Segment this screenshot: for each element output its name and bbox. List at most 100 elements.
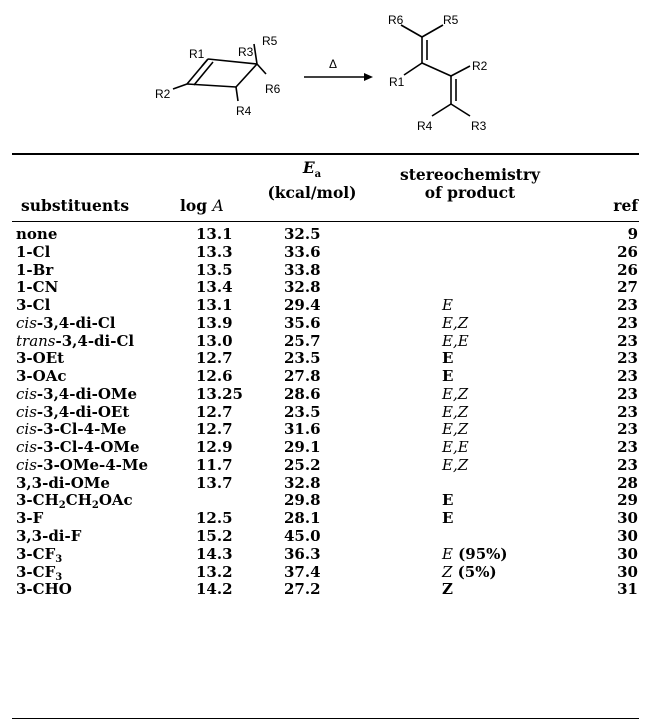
cell-substituent: 3-OEt bbox=[16, 349, 65, 368]
cell-ref: 31 bbox=[617, 580, 638, 599]
cell-substituent: cis-3,4-di-Cl bbox=[16, 313, 116, 332]
cell-log-a: 14.3 bbox=[196, 544, 233, 563]
cell-substituent: 1-Cl bbox=[16, 242, 51, 261]
cell-log-a: 12.5 bbox=[196, 509, 233, 528]
product-r1: R1 bbox=[389, 75, 405, 89]
product-r3: R3 bbox=[471, 119, 487, 133]
cell-substituent: 3-F bbox=[16, 509, 44, 528]
reactant-r6: R6 bbox=[265, 82, 281, 96]
cell-activation-energy: 32.8 bbox=[284, 473, 321, 492]
cell-ref: 23 bbox=[617, 367, 638, 386]
cell-log-a: 11.7 bbox=[196, 455, 233, 474]
cell-ref: 9 bbox=[627, 225, 638, 243]
cell-log-a: 13.1 bbox=[196, 225, 233, 243]
cell-log-a: 13.1 bbox=[196, 296, 233, 315]
cell-ref: 23 bbox=[617, 455, 638, 474]
reactant-labels: R1 R2 R3 R4 R5 R6 bbox=[155, 34, 281, 118]
cell-stereochemistry: E,Z bbox=[442, 402, 469, 421]
cell-log-a: 14.2 bbox=[196, 580, 233, 599]
cell-ref: 29 bbox=[617, 491, 638, 510]
reactant-r2: R2 bbox=[155, 87, 171, 101]
cell-ref: 27 bbox=[617, 278, 638, 297]
cell-ref: 23 bbox=[617, 349, 638, 368]
cell-log-a: 12.6 bbox=[196, 367, 233, 386]
cell-substituent: cis-3-OMe-4-Me bbox=[16, 455, 149, 474]
cell-log-a: 13.5 bbox=[196, 260, 233, 279]
cell-substituent: cis-3-Cl-4-OMe bbox=[16, 438, 140, 457]
cell-activation-energy: 35.6 bbox=[284, 313, 321, 332]
cell-substituent: 3-CHO bbox=[16, 580, 72, 599]
cell-substituent: 1-CN bbox=[16, 278, 59, 297]
cell-ref: 23 bbox=[617, 331, 638, 350]
cell-activation-energy: 33.6 bbox=[284, 242, 321, 261]
cell-substituent: none bbox=[16, 225, 58, 243]
cell-activation-energy: 28.1 bbox=[284, 509, 321, 528]
cell-substituent: 3-CH2CH2OAc bbox=[16, 491, 133, 512]
butadiene-structure bbox=[400, 24, 471, 117]
cell-log-a: 12.7 bbox=[196, 349, 233, 368]
cell-log-a: 13.25 bbox=[196, 384, 243, 403]
cell-stereochemistry: E bbox=[442, 509, 454, 528]
cell-ref: 23 bbox=[617, 402, 638, 421]
header-substituents: substituents bbox=[21, 196, 130, 215]
product-r6: R6 bbox=[388, 13, 404, 27]
cell-stereochemistry: Z bbox=[442, 580, 453, 599]
header-stereochemistry: stereochemistry of product bbox=[399, 165, 541, 202]
cell-log-a: 12.9 bbox=[196, 438, 233, 457]
cell-ref: 30 bbox=[617, 527, 638, 546]
cell-activation-energy: 36.3 bbox=[284, 544, 321, 563]
cell-ref: 30 bbox=[617, 562, 638, 581]
table-row: 3-F 12.5 28.1 E 30 bbox=[0, 509, 645, 528]
table-top-rule bbox=[12, 153, 639, 155]
cell-log-a: 13.0 bbox=[196, 331, 233, 350]
header-ref: ref bbox=[613, 196, 638, 215]
cyclobutene-structure bbox=[172, 43, 267, 102]
cell-log-a: 13.4 bbox=[196, 278, 233, 297]
cell-activation-energy: 32.5 bbox=[284, 225, 321, 243]
cell-activation-energy: 23.5 bbox=[284, 349, 321, 368]
cell-stereochemistry: Z (5%) bbox=[442, 562, 497, 581]
cell-substituent: cis-3-Cl-4-Me bbox=[16, 420, 127, 439]
cell-stereochemistry: E,Z bbox=[442, 384, 469, 403]
table-row: none 13.1 32.5 9 bbox=[0, 225, 645, 244]
cell-ref: 23 bbox=[617, 313, 638, 332]
cell-substituent: cis-3,4-di-OMe bbox=[16, 384, 138, 403]
cell-substituent: 3-Cl bbox=[16, 296, 51, 315]
cell-substituent: 1-Br bbox=[16, 260, 54, 279]
cell-activation-energy: 23.5 bbox=[284, 402, 321, 421]
cell-activation-energy: 32.8 bbox=[284, 278, 321, 297]
cell-activation-energy: 25.2 bbox=[284, 455, 321, 474]
cell-substituent: 3-CF3 bbox=[16, 544, 63, 565]
cell-activation-energy: 27.8 bbox=[284, 367, 321, 386]
cell-ref: 23 bbox=[617, 420, 638, 439]
reactant-r4: R4 bbox=[236, 104, 252, 118]
cell-stereochemistry: E bbox=[442, 491, 454, 510]
cell-substituent: 3-OAc bbox=[16, 367, 67, 386]
cell-stereochemistry: E bbox=[442, 367, 454, 386]
cell-activation-energy: 25.7 bbox=[284, 331, 321, 350]
cell-substituent: 3-CF3 bbox=[16, 562, 63, 583]
cell-log-a: 15.2 bbox=[196, 527, 233, 546]
cell-activation-energy: 37.4 bbox=[284, 562, 321, 581]
table-header: substituents log A Ea (kcal/mol) stereoc… bbox=[0, 156, 645, 220]
cell-ref: 28 bbox=[617, 473, 638, 492]
reactant-r5: R5 bbox=[262, 34, 278, 48]
cell-stereochemistry: E,Z bbox=[442, 313, 469, 332]
reactant-r3: R3 bbox=[238, 45, 254, 59]
cell-ref: 30 bbox=[617, 509, 638, 528]
heat-symbol: Δ bbox=[329, 57, 337, 71]
product-r5: R5 bbox=[443, 13, 459, 27]
